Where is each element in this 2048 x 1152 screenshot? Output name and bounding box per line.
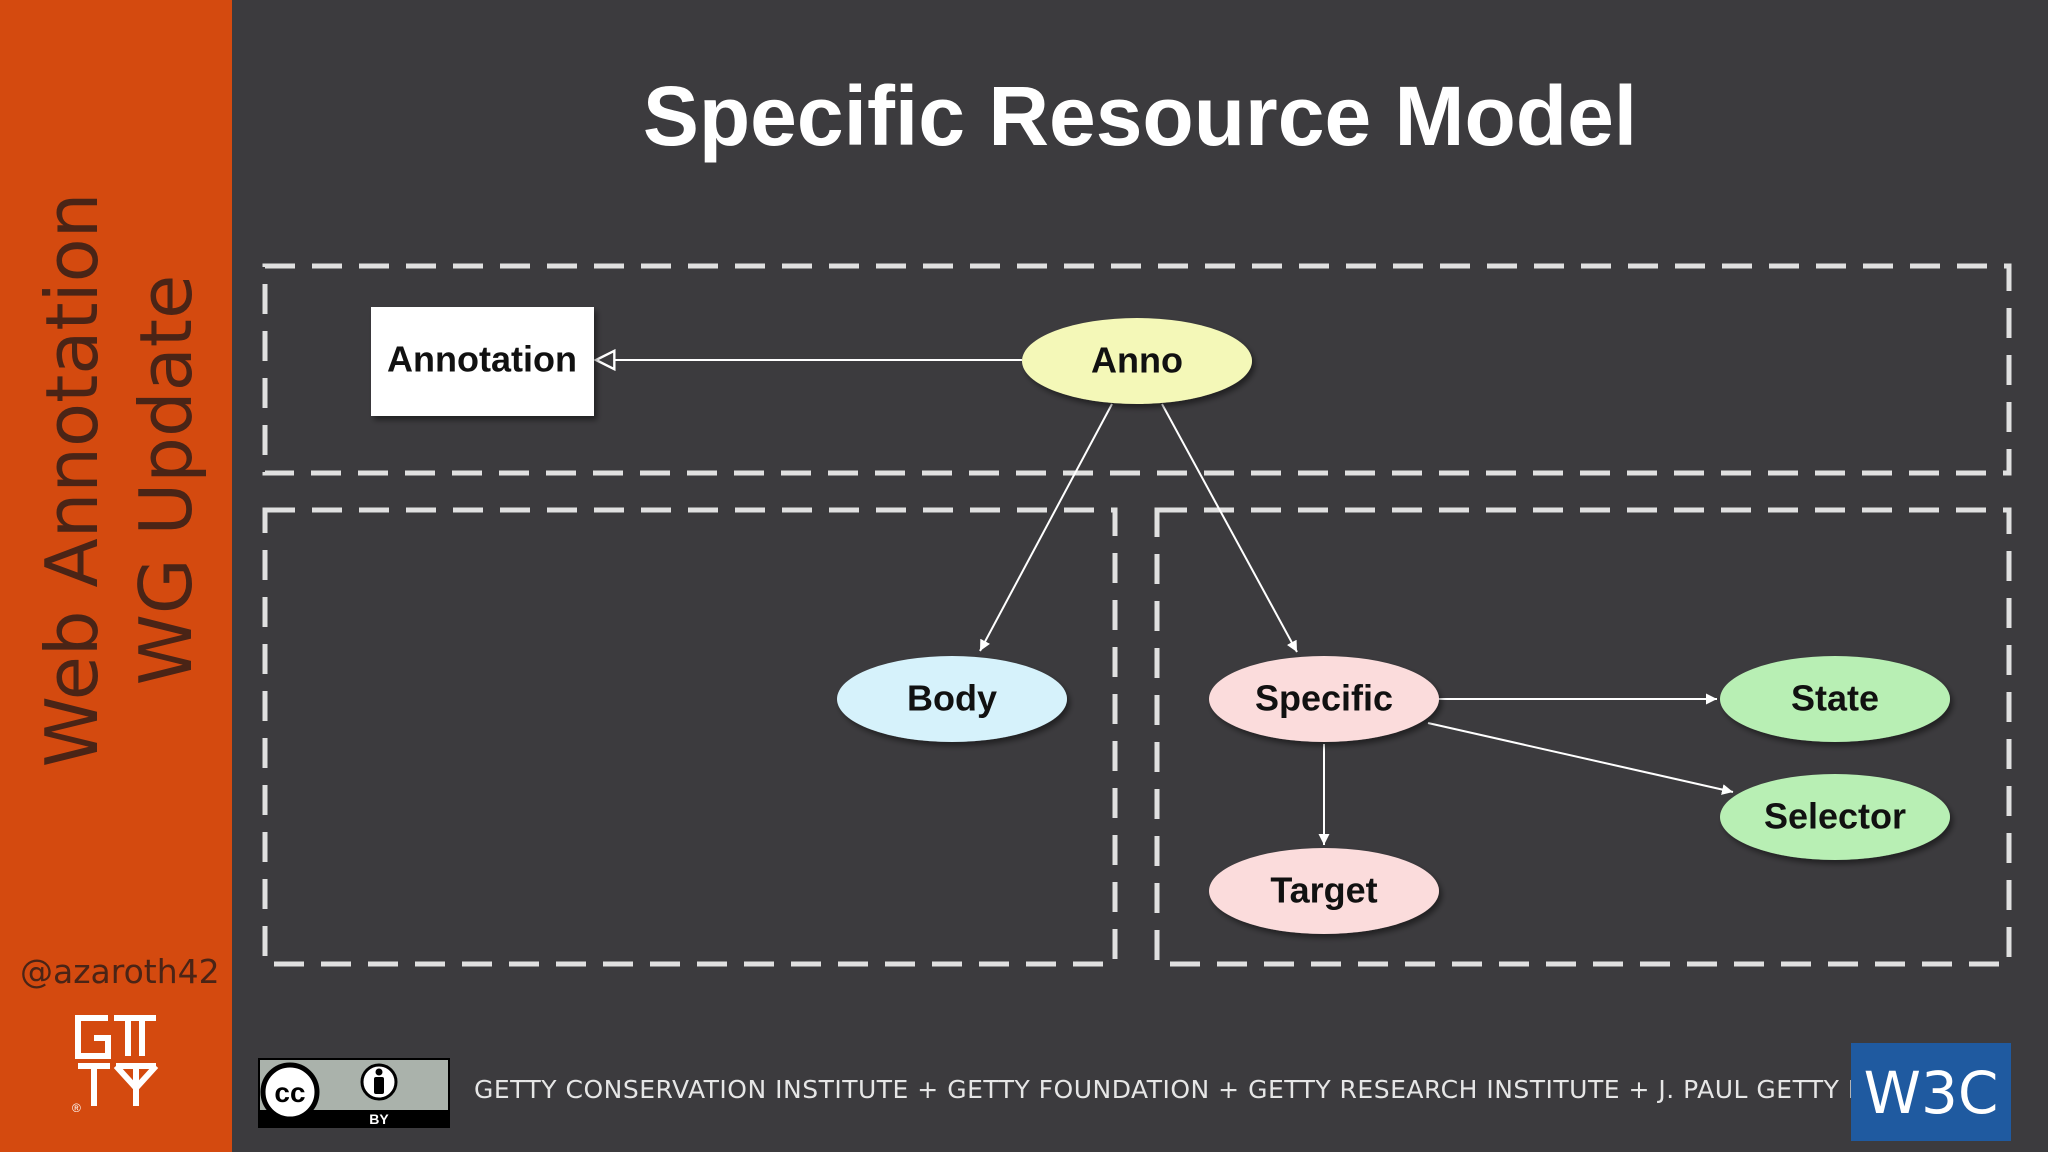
svg-text:®: ® [72,1101,81,1112]
body-node: Body [837,656,1067,742]
anno-label: Anno [1091,340,1183,381]
specific-node: Specific [1209,656,1439,742]
svg-text:cc: cc [274,1077,305,1108]
w3c-logo-icon[interactable]: W3C [1851,1043,2011,1141]
svg-text:W3C: W3C [1864,1059,1999,1127]
twitter-handle: @azaroth42 [20,952,220,991]
body-group-box [262,507,1118,967]
body-label: Body [907,678,997,719]
annotation-class-node: Annotation [371,307,594,416]
cc-by-license-icon[interactable]: cc BY [258,1058,450,1128]
specific-label: Specific [1255,678,1393,719]
anno-node: Anno [1022,318,1252,404]
getty-logo-icon: ® [72,1015,159,1112]
edge-specific-to-selector [1427,722,1734,795]
svg-text:BY: BY [369,1111,389,1127]
target-node: Target [1209,848,1439,934]
slide-title: Specific Resource Model [642,69,1638,163]
top-group-box [262,263,2012,476]
annotation-class-label: Annotation [387,339,577,380]
sidebar: Web Annotation WG Update @azaroth42 ® [0,0,232,1152]
target-label: Target [1270,870,1377,911]
state-label: State [1791,678,1879,719]
edge-anno-to-specific [1161,403,1298,653]
edge-anno-to-body [979,403,1113,652]
footer-institutions: GETTY CONSERVATION INSTITUTE + GETTY FOU… [474,1075,1963,1104]
selector-label: Selector [1764,796,1906,837]
target-group-box [1154,507,2012,967]
state-node: State [1720,656,1950,742]
selector-node: Selector [1720,774,1950,860]
